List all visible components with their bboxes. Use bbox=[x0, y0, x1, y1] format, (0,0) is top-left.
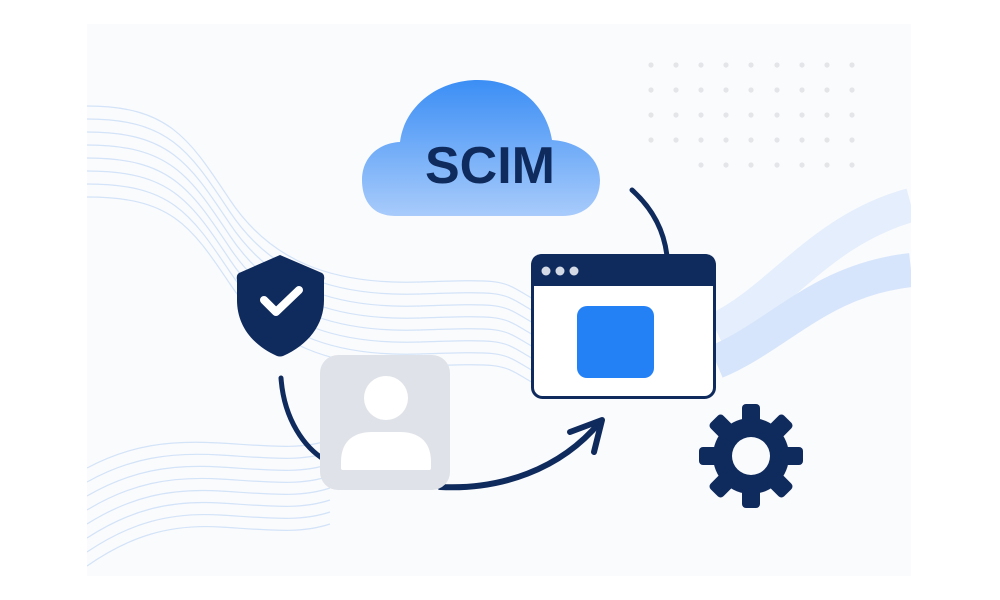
arrow-icon bbox=[437, 419, 603, 491]
arrow-head bbox=[567, 417, 605, 455]
shield-check-icon bbox=[236, 255, 325, 357]
connector-line bbox=[629, 187, 670, 259]
dot-grid bbox=[648, 62, 855, 168]
app-window-icon bbox=[531, 254, 716, 399]
cloud-icon bbox=[362, 80, 600, 216]
flow-arc bbox=[278, 375, 328, 463]
wave-lines-lower bbox=[87, 439, 331, 567]
user-avatar-icon bbox=[320, 355, 450, 490]
gear-icon bbox=[699, 404, 803, 508]
cloud-label: SCIM bbox=[425, 137, 555, 195]
ribbon-waves bbox=[708, 188, 911, 378]
